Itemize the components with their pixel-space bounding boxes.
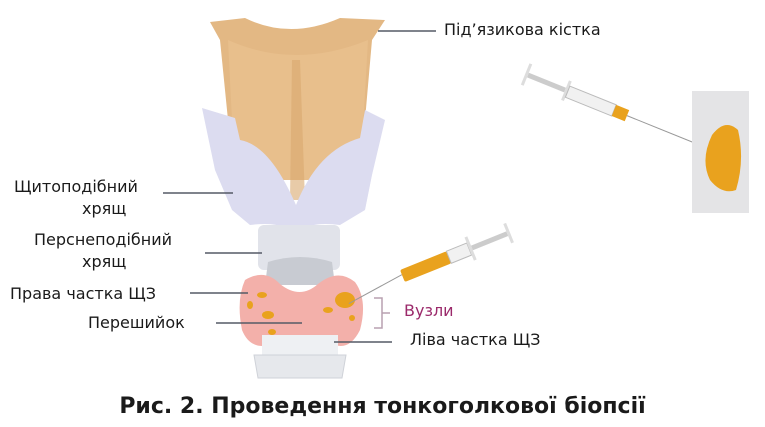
trachea xyxy=(253,335,347,379)
label-cricoid-2: хрящ xyxy=(82,252,127,271)
syringe-sampling xyxy=(520,63,700,146)
label-cricoid-1: Перснеподібний xyxy=(34,230,173,249)
leader-lines xyxy=(163,30,436,343)
label-thyroid-cartilage-2: хрящ xyxy=(82,199,127,218)
thyroid-cartilage xyxy=(202,108,385,240)
syringe-in-gland xyxy=(348,222,514,305)
glass-slide xyxy=(692,91,749,213)
figure-caption: Рис. 2. Проведення тонкоголкової біопсії xyxy=(119,394,646,419)
label-right-lobe: Права частка ЩЗ xyxy=(10,284,156,303)
cricoid-cartilage xyxy=(258,225,340,285)
hyoid-bone xyxy=(210,18,385,200)
nodules-bracket xyxy=(374,297,390,329)
label-isthmus: Перешийок xyxy=(88,313,185,332)
thyroid-gland xyxy=(239,274,364,346)
label-left-lobe: Ліва частка ЩЗ xyxy=(410,330,541,349)
label-hyoid: Під’язикова кістка xyxy=(444,20,601,39)
label-thyroid-cartilage-1: Щитоподібний xyxy=(14,177,138,196)
label-nodules: Вузли xyxy=(404,301,454,320)
